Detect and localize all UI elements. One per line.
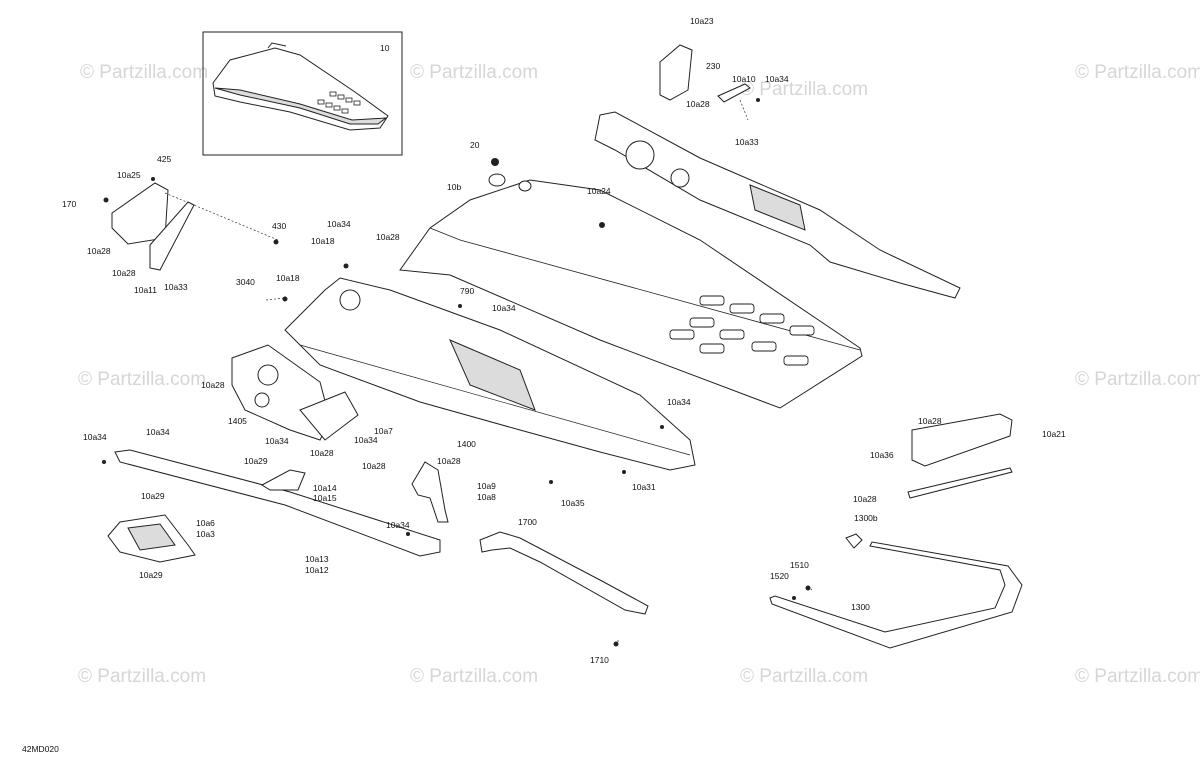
callout: 10a18 [311, 236, 335, 246]
watermark: © Partzilla.com [740, 666, 868, 687]
callout: 10a29 [141, 491, 165, 501]
callout: 10a28 [310, 448, 334, 458]
callout: 10a28 [853, 494, 877, 504]
callout-labels: 10 10a23 230 10a10 10a34 10a28 10a33 20 … [22, 16, 1066, 754]
callout: 10a36 [870, 450, 894, 460]
callout: 20 [470, 140, 480, 150]
callout: 10a28 [437, 456, 461, 466]
callout: 10a10 [732, 74, 756, 84]
callout: 10a33 [164, 282, 188, 292]
callout: 10a34 [386, 520, 410, 530]
callout: 1710 [590, 655, 609, 665]
callout: 230 [706, 61, 720, 71]
callout: 10a9 [477, 481, 496, 491]
watermark: © Partzilla.com [78, 666, 206, 687]
front-strip-10a13 [114, 449, 441, 557]
watermark: © Partzilla.com [1075, 62, 1200, 83]
diagram-code: 42MD020 [22, 744, 59, 754]
callout: 1300 [851, 602, 870, 612]
callout: 10a28 [376, 232, 400, 242]
watermark: © Partzilla.com [1075, 666, 1200, 687]
callout: 10a29 [139, 570, 163, 580]
watermark: © Partzilla.com [1075, 369, 1200, 390]
runner-1300 [769, 533, 1023, 649]
callout: 1520 [770, 571, 789, 581]
callout: 10a34 [765, 74, 789, 84]
left-plate-1405 [231, 344, 359, 441]
hardware-dots [102, 98, 811, 647]
callout: 425 [157, 154, 171, 164]
callout: 10a21 [1042, 429, 1066, 439]
tunnel-top-panel [399, 173, 863, 409]
callout: 10a34 [83, 432, 107, 442]
callout: 10a28 [112, 268, 136, 278]
callout: 10a11 [134, 285, 157, 295]
callout: 10a28 [87, 246, 111, 256]
callout: 10a6 [196, 518, 215, 528]
watermark: © Partzilla.com [78, 369, 206, 390]
callout: 10a34 [146, 427, 170, 437]
callout: 10a14 [313, 483, 337, 493]
callout: 10a3 [196, 529, 215, 539]
callout: 3040 [236, 277, 255, 287]
callout: 10a12 [305, 565, 329, 575]
callout: 430 [272, 221, 286, 231]
bracket-10a9 [411, 461, 449, 523]
callout: 10a7 [374, 426, 393, 436]
callout: 10a33 [735, 137, 759, 147]
callout: 10a23 [690, 16, 714, 26]
watermark: © Partzilla.com [80, 62, 208, 83]
callout: 1300b [854, 513, 878, 523]
callout: 10a18 [276, 273, 300, 283]
part-10a23 [659, 44, 751, 103]
callout: 10a34 [667, 397, 691, 407]
small-bracket-10a14 [261, 469, 306, 491]
callout: 170 [62, 199, 76, 209]
bracket-10a6 [107, 514, 196, 563]
callout: 10a35 [561, 498, 585, 508]
callout: 1400 [457, 439, 476, 449]
callout: 10a29 [244, 456, 268, 466]
callout: 10a13 [305, 554, 329, 564]
right-side-rail [594, 111, 961, 299]
callout-inset: 10 [380, 43, 390, 53]
callout: 10a8 [477, 492, 496, 502]
center-side-panel [284, 277, 696, 471]
callout: 10a34 [354, 435, 378, 445]
callout: 10a28 [918, 416, 942, 426]
callout: 10a31 [632, 482, 656, 492]
callout: 1510 [790, 560, 809, 570]
callout: 1405 [228, 416, 247, 426]
callout: 790 [460, 286, 474, 296]
callout: 10a34 [327, 219, 351, 229]
callout: 10a24 [587, 186, 611, 196]
callout: 10a28 [686, 99, 710, 109]
inset-part-10 [202, 31, 403, 156]
left-bracket-10a25 [111, 182, 195, 271]
callout: 10a34 [492, 303, 516, 313]
callout: 10b [447, 182, 461, 192]
watermark: © Partzilla.com [740, 79, 868, 100]
callout: 10a28 [201, 380, 225, 390]
callout: 10a15 [313, 493, 337, 503]
watermark: © Partzilla.com [410, 62, 538, 83]
callout: 1700 [518, 517, 537, 527]
callout: 10a25 [117, 170, 141, 180]
callout: 10a34 [265, 436, 289, 446]
rail-1700 [479, 531, 649, 615]
watermark: © Partzilla.com [410, 666, 538, 687]
callout: 10a28 [362, 461, 386, 471]
rear-bracket-10a21 [907, 413, 1013, 499]
